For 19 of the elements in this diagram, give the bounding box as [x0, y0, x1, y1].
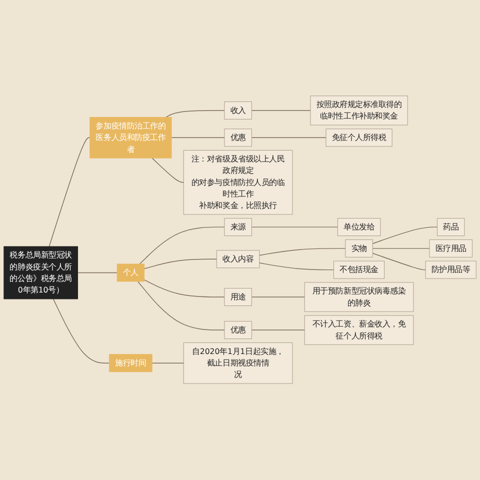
- connector: [259, 248, 346, 256]
- connector: [139, 227, 225, 265]
- connector: [144, 280, 225, 298]
- connector: [48, 138, 90, 248]
- connector: [152, 363, 184, 364]
- connector: [251, 330, 305, 331]
- connector: [372, 253, 426, 270]
- connector: [137, 281, 225, 331]
- connector: [251, 296, 305, 298]
- connector: [152, 158, 184, 184]
- connector: [259, 262, 334, 270]
- connector: [77, 272, 118, 274]
- connector: [251, 110, 311, 112]
- connector: [372, 248, 430, 250]
- connector: [251, 227, 338, 228]
- connector: [144, 259, 218, 270]
- connector: [372, 227, 438, 244]
- connector: [165, 110, 225, 118]
- connector: [52, 298, 110, 364]
